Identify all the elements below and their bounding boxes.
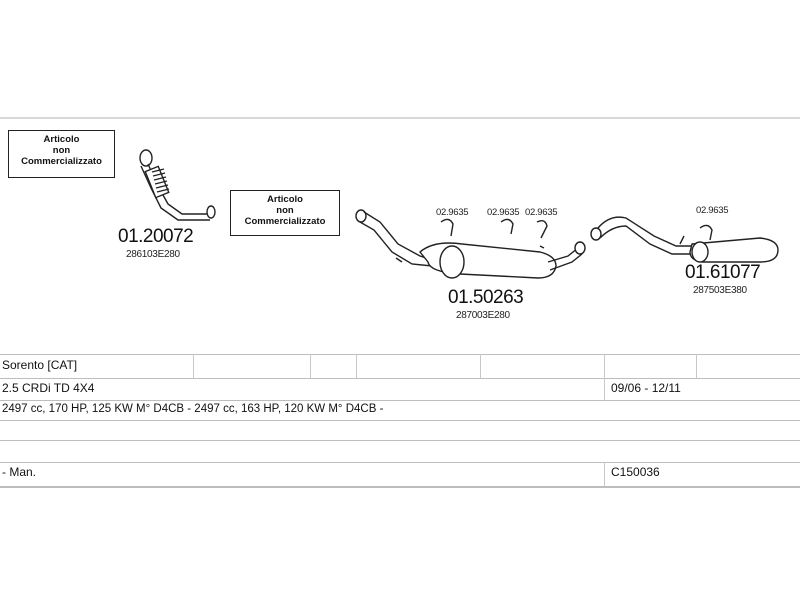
table-line [0, 378, 800, 379]
vehicle-years: 09/06 - 12/11 [611, 381, 681, 395]
table-cell-divider [604, 462, 605, 486]
part-number-middle-silencer[interactable]: 01.50263 [448, 287, 524, 308]
not-sold-label-line: non [276, 205, 294, 216]
table-cell-divider [193, 354, 194, 378]
vehicle-transmission: - Man. [2, 465, 37, 479]
oem-number-middle-silencer: 287003E280 [456, 310, 510, 321]
middle-silencer-drawing [355, 209, 586, 279]
table-line [0, 420, 800, 421]
table-line [0, 486, 800, 488]
clamp-number[interactable]: 02.9635 [696, 205, 729, 216]
table-cell-divider [604, 354, 605, 378]
vehicle-model: Sorento [CAT] [2, 358, 78, 372]
part-number-rear-silencer[interactable]: 01.61077 [685, 262, 761, 283]
clamp-number[interactable]: 02.9635 [487, 207, 520, 218]
oem-number-rear-silencer: 287503E380 [693, 285, 747, 296]
table-line [0, 462, 800, 463]
table-cell-divider [696, 354, 697, 378]
table-line [0, 400, 800, 401]
oem-number-front-pipe: 286103E280 [126, 249, 180, 260]
not-sold-label-line: Commercializzato [244, 216, 326, 227]
vehicle-code: C150036 [611, 465, 660, 479]
table-cell-divider [356, 354, 357, 378]
front-pipe-drawing [139, 149, 216, 221]
table-cell-divider [480, 354, 481, 378]
not-sold-label-line: Commercializzato [21, 156, 102, 167]
not-sold-label-line: Articolo [267, 194, 303, 205]
not-sold-label-line: non [52, 145, 71, 156]
not-sold-box-front: Articolo non Commercializzato [8, 130, 115, 178]
not-sold-box-middle: Articolo non Commercializzato [230, 190, 340, 236]
vehicle-engine: 2.5 CRDi TD 4X4 [2, 381, 95, 395]
table-cell-divider [310, 354, 311, 378]
table-cell-divider [604, 378, 605, 400]
table-line [0, 354, 800, 355]
vehicle-specs: 2497 cc, 170 HP, 125 KW M° D4CB - 2497 c… [2, 403, 384, 415]
part-number-front-pipe[interactable]: 01.20072 [118, 226, 194, 247]
clamp-number[interactable]: 02.9635 [436, 207, 469, 218]
clamp-number[interactable]: 02.9635 [525, 207, 558, 218]
diagram-frame [0, 117, 800, 489]
table-line [0, 440, 800, 441]
rear-silencer-drawing [590, 216, 779, 263]
not-sold-label-line: Articolo [43, 134, 80, 145]
